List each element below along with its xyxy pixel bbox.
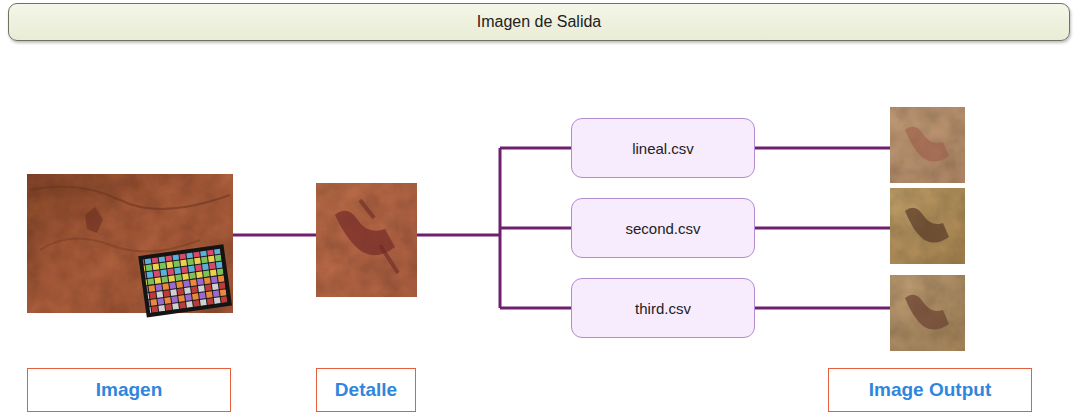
node-label: Imagen	[96, 379, 163, 401]
caption-box: Detalle	[316, 368, 416, 412]
process-box: lineal.csv	[571, 118, 755, 178]
detail-photo	[316, 183, 417, 297]
rock-photo	[27, 174, 233, 318]
process-box: second.csv	[571, 198, 755, 258]
node-label: lineal.csv	[632, 140, 694, 157]
node-label: second.csv	[625, 220, 700, 237]
wire	[233, 148, 890, 308]
node-label: Imagen de Salida	[477, 13, 602, 31]
title-band: Imagen de Salida	[8, 3, 1070, 41]
output-photo	[890, 188, 965, 264]
output-photo	[890, 107, 965, 183]
process-box: third.csv	[571, 278, 755, 338]
node-label: third.csv	[635, 300, 691, 317]
output-photo	[890, 275, 965, 351]
caption-box: Image Output	[828, 368, 1032, 412]
node-label: Detalle	[335, 379, 397, 401]
node-label: Image Output	[869, 379, 991, 401]
caption-box: Imagen	[27, 368, 231, 412]
